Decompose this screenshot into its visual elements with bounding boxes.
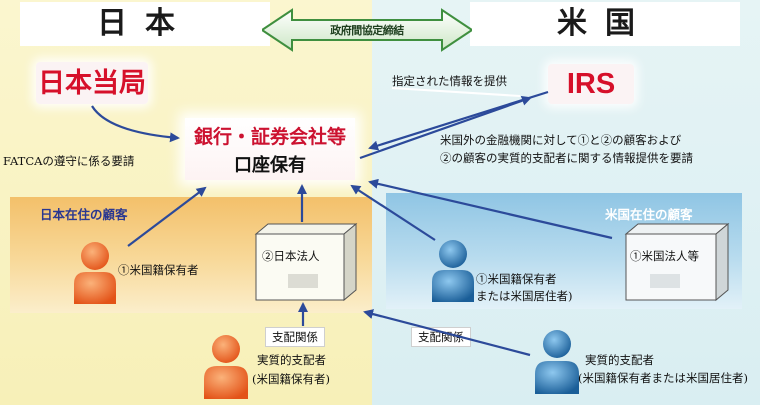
jp-beneficial-owner-line2: (米国籍保有者) (252, 372, 330, 386)
info-provide-label: 指定された情報を提供 (392, 74, 507, 88)
us-corporation-label: ①米国法人等 (630, 249, 699, 263)
us-person-label-line2: または米国居住者) (476, 289, 573, 303)
jp-corporation-label: ②日本法人 (262, 249, 320, 263)
person-icon (204, 335, 248, 399)
us-person-label-line1: ①米国籍保有者 (476, 272, 557, 286)
us-control-relation-label: 支配関係 (411, 327, 471, 347)
agreement-label: 政府間協定締結 (330, 24, 404, 37)
person-icon (432, 240, 474, 302)
jp-person-label: ①米国籍保有者 (118, 263, 199, 277)
irs-request-line1: 米国外の金融機関に対して①と②の顧客および (440, 133, 682, 147)
arrow-jp-person-to-bank (127, 186, 207, 247)
arrow-info-to-irs (391, 87, 521, 97)
jp-control-relation-label: 支配関係 (265, 327, 325, 347)
person-icon (535, 330, 579, 394)
agreement-double-arrow (262, 8, 472, 52)
arrow-authority-to-bank (91, 105, 180, 143)
jp-beneficial-owner-line1: 実質的支配者 (257, 353, 326, 367)
arrow-bank-to-irs (359, 95, 532, 160)
financial-institution-title: 銀行・証券会社等 (193, 127, 346, 148)
us-corporation-cube (624, 222, 730, 302)
japan-authority: 日本当局 (36, 62, 148, 104)
jp-corporation-cube (254, 222, 358, 302)
fatca-requirement-label: FATCAの遵守に係る要請 (3, 154, 135, 168)
us-beneficial-owner-line1: 実質的支配者 (585, 353, 654, 367)
person-icon (74, 242, 116, 304)
arrow-us-owner-to-corp (363, 309, 531, 357)
irs-request-line2: ②の顧客の実質的支配者に関する情報提供を要請 (440, 151, 693, 165)
country-usa-title: 米国 (470, 2, 740, 46)
arrow-us-corp-to-bank (368, 178, 613, 240)
country-japan-title: 日本 (20, 2, 270, 46)
irs: IRS (548, 64, 634, 104)
us-customers-title: 米国在住の顧客 (605, 208, 693, 222)
financial-institution-box: 銀行・証券会社等 口座保有 (185, 118, 355, 180)
jp-customers-title: 日本在住の顧客 (40, 208, 128, 222)
arrow-us-person-to-bank (350, 184, 436, 241)
account-holding-label: 口座保有 (234, 155, 306, 175)
us-beneficial-owner-line2: (米国籍保有者または米国居住者) (578, 371, 748, 385)
